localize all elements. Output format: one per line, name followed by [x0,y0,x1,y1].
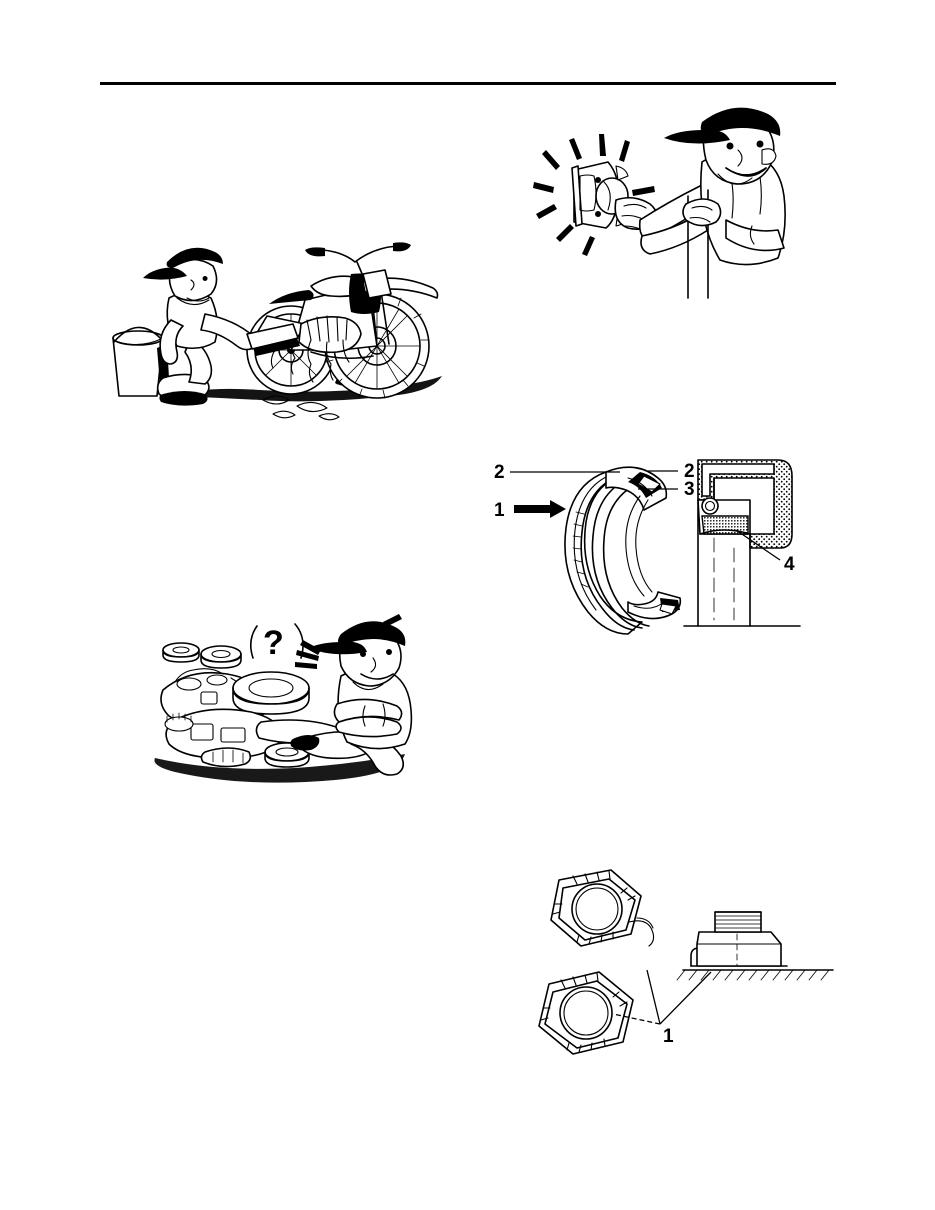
nut-on-surface [676,911,834,981]
nut-lower [538,971,634,1055]
seal-callout-4-leader [735,529,781,561]
nut-upper [550,869,655,947]
mechanic-inspecting-part-illustration [533,107,786,299]
figure-mechanic-confused-with-parts: ? [145,612,425,797]
header-rule [100,82,836,85]
nut-callout-1-label: 1 [663,1026,674,1047]
seal-callout-3-label: 3 [684,479,695,500]
seal-callout-2-left-label: 2 [494,462,505,483]
seal-callout-1-label: 1 [494,500,505,521]
nut-orientation-illustration: 1 [538,869,834,1055]
seal-callout-2-right-label: 2 [684,461,695,482]
mechanic-washing-motorcycle-illustration [112,242,442,421]
nut-callout-1-leader-mid [646,969,661,1025]
nut-callout-1-leader-upper [659,971,712,1025]
question-mark-group: ? [249,623,304,662]
figure-mechanic-inspecting-part [512,107,842,299]
mechanic-confused-illustration: ? [154,614,413,783]
figure-oil-seal-diagram: 2 1 2 3 4 [488,448,838,643]
figure-mechanic-washing-motorcycle [105,228,450,423]
seal-section-view [683,459,801,627]
seal-cutaway-view [564,466,682,635]
figure-nut-orientation-diagram: 1 [515,862,840,1067]
question-mark-glyph: ? [263,624,284,662]
seal-callout-4-label: 4 [784,554,795,575]
nut-callout-1-leader-lower [612,1013,661,1025]
oil-seal-illustration: 2 1 2 3 4 [494,459,801,635]
seal-callout-1-arrow [514,500,566,518]
